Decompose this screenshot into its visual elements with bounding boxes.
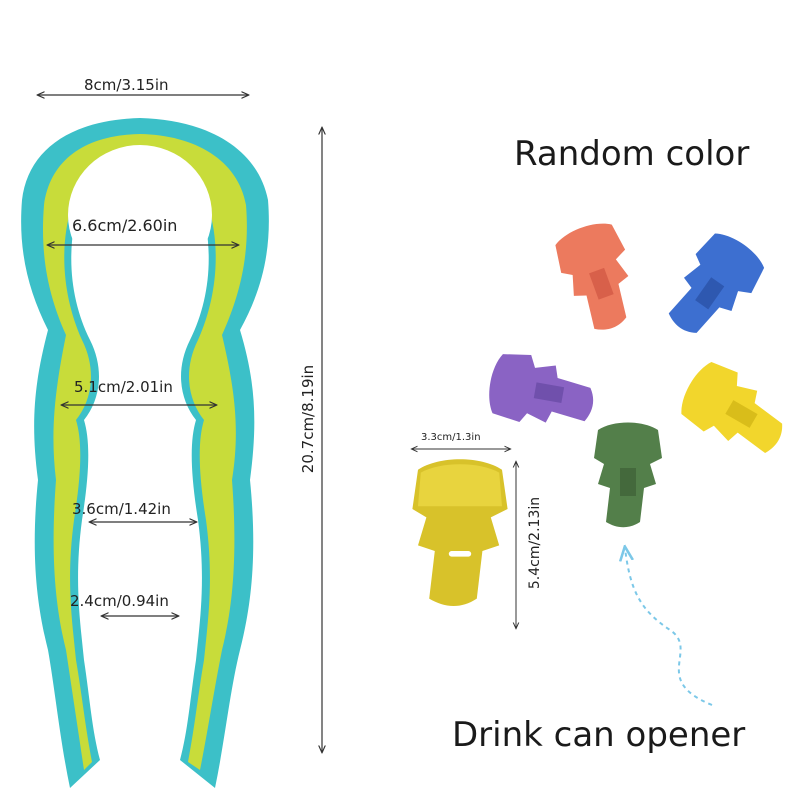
dim-height: 20.7cm/8.19in bbox=[299, 364, 317, 474]
dashed-arrow bbox=[625, 548, 713, 706]
can-dimension-lines bbox=[412, 449, 516, 628]
dim-bottom-width: 2.4cm/0.94in bbox=[70, 592, 169, 610]
can-opener-yellow-right bbox=[681, 362, 783, 454]
can-opener-yellow-main bbox=[412, 459, 508, 606]
dim-ring-width: 6.6cm/2.60in bbox=[72, 216, 178, 235]
can-dim-height: 5.4cm/2.13in bbox=[527, 496, 543, 590]
drink-can-opener-caption: Drink can opener bbox=[452, 715, 746, 755]
jar-opener-outer bbox=[21, 118, 269, 788]
dim-lower-width: 3.6cm/1.42in bbox=[72, 500, 171, 518]
jar-opener bbox=[21, 118, 269, 788]
random-color-caption: Random color bbox=[514, 134, 750, 174]
can-dim-width: 3.3cm/1.3in bbox=[421, 432, 481, 443]
can-opener-orange bbox=[555, 223, 629, 330]
dim-mid-width: 5.1cm/2.01in bbox=[74, 378, 173, 396]
can-opener-blue bbox=[668, 233, 765, 333]
can-opener-green bbox=[594, 422, 662, 528]
jar-dimension-lines bbox=[38, 95, 322, 752]
jar-opener-inner bbox=[42, 134, 247, 770]
can-opener-purple bbox=[489, 354, 594, 423]
dim-width-top: 8cm/3.15in bbox=[84, 76, 169, 94]
